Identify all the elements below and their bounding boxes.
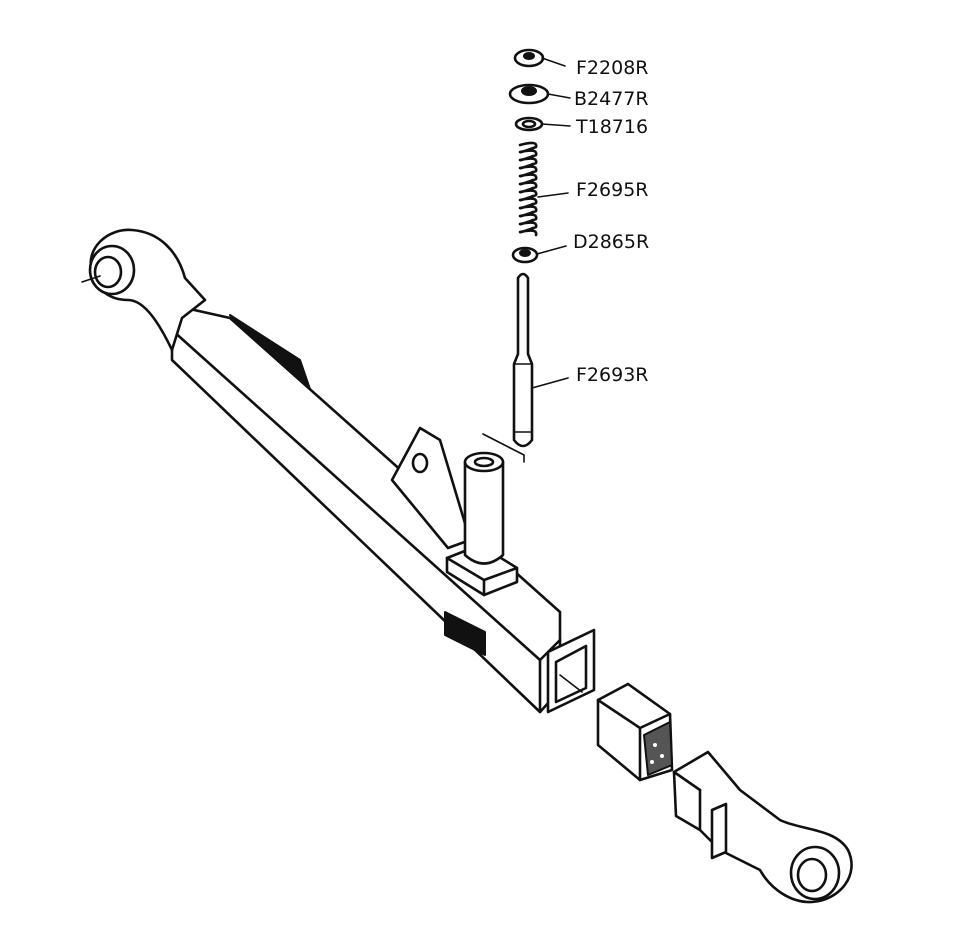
- label-B2477R: B2477R: [574, 88, 649, 110]
- end-fitting: [672, 750, 853, 904]
- collar-part: [511, 246, 539, 264]
- label-T18716: T18716: [575, 116, 648, 138]
- callout-labels: F2208R B2477R T18716 F2695R D2865R F2693…: [531, 57, 649, 389]
- clip-part: [513, 48, 545, 68]
- label-F2695R: F2695R: [576, 179, 648, 201]
- telescopic-insert: [596, 682, 674, 782]
- pin-assembly: [508, 48, 550, 448]
- label-F2693R: F2693R: [576, 364, 648, 386]
- dish-washer-part: [508, 83, 550, 105]
- label-F2208R: F2208R: [576, 57, 648, 79]
- lift-arm-rear: [81, 228, 596, 714]
- coil-spring-part: [518, 141, 538, 237]
- pin-part: [512, 272, 534, 448]
- flat-washer-part: [514, 116, 544, 132]
- label-D2865R: D2865R: [573, 231, 649, 253]
